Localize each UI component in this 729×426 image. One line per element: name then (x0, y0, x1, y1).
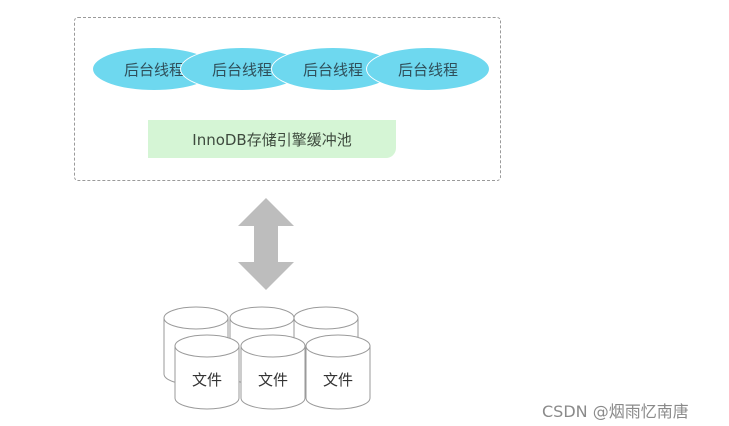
file-label-2: 文件 (257, 371, 288, 389)
file-label-1: 文件 (191, 371, 222, 389)
front-cylinder-1 (174, 334, 240, 410)
innodb-buffer-pool: InnoDB存储引擎缓冲池 (148, 120, 396, 158)
thread-label: 后台线程 (397, 60, 458, 79)
buffer-pool-label: InnoDB存储引擎缓冲池 (192, 130, 352, 149)
csdn-watermark: CSDN @烟雨忆南唐 (542, 402, 689, 421)
background-thread-4: 后台线程 (366, 47, 490, 91)
data-files-stack (163, 306, 371, 410)
background-thread-3: 后台线程 (271, 47, 395, 91)
front-cylinder-2 (240, 334, 306, 410)
front-cylinder-3 (305, 334, 371, 410)
memory-region-box (74, 17, 501, 181)
thread-label: 后台线程 (123, 60, 184, 79)
file-label-3: 文件 (322, 371, 353, 389)
bidirectional-arrow-icon (238, 198, 294, 290)
thread-label: 后台线程 (211, 60, 272, 79)
thread-label: 后台线程 (302, 60, 363, 79)
